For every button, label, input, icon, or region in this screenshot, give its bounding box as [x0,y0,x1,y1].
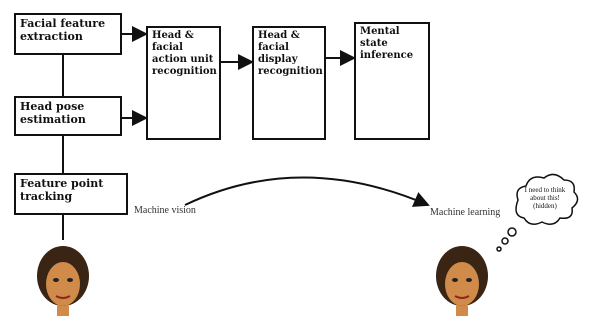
node-mental-state-inference: Mental state inference [354,22,430,140]
face-right-icon [436,246,488,316]
node-action-unit-recognition: Head & facial action unit recognition [146,26,221,140]
node-label: Facial feature extraction [20,17,106,43]
face-left-icon [37,246,89,316]
arrow-vision-to-learning [184,176,430,207]
node-label: Head & facial display recognition [258,30,323,77]
node-head-pose-estimation: Head pose estimation [14,96,122,136]
node-display-recognition: Head & facial display recognition [252,26,326,140]
thought-bubble [496,173,579,252]
node-facial-feature-extraction: Facial feature extraction [14,13,122,55]
node-label: Head & facial action unit recognition [152,30,217,77]
label-machine-learning: Machine learning [430,207,501,218]
node-feature-point-tracking: Feature point tracking [14,173,128,215]
node-label: Head pose estimation [20,100,86,126]
node-label: Mental state inference [360,26,414,61]
label-machine-vision: Machine vision [134,205,196,216]
thought-bubble-text: I need to think about this! (hidden) [524,186,566,210]
node-label: Feature point tracking [20,177,104,203]
